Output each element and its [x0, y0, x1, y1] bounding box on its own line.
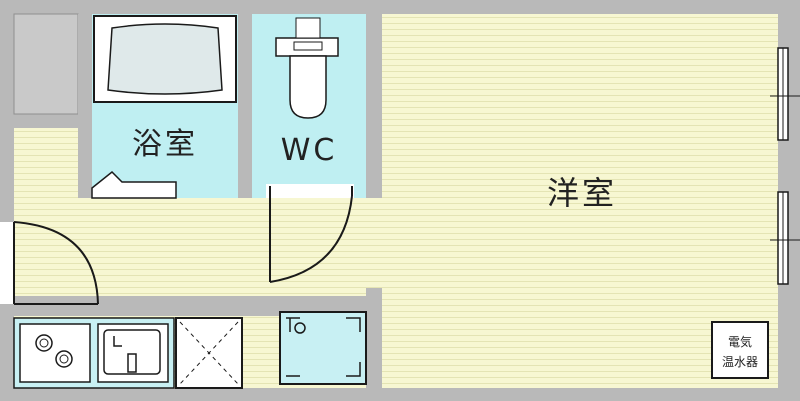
toilet-icon: [275, 17, 339, 119]
fridge-space-icon: [175, 317, 243, 389]
bathtub-icon: [93, 15, 237, 103]
entrance-door-swing-icon[interactable]: [13, 221, 99, 305]
western-room-label: 洋室: [547, 174, 617, 212]
wall-segment: [78, 14, 92, 198]
water-heater-label-line1: 電気: [728, 334, 752, 349]
window-icon: [770, 191, 800, 285]
sink-icon: [97, 323, 169, 383]
bath-label: 浴室: [132, 127, 198, 162]
hall-floor-top: [14, 196, 382, 296]
stove-icon: [19, 323, 91, 383]
wc-label: WC: [281, 133, 338, 168]
water-heater-label-line2: 温水器: [722, 355, 758, 369]
wc-door-opening: [266, 184, 354, 198]
door-swing-icon[interactable]: [269, 186, 353, 283]
closet-block: [13, 13, 79, 115]
wall-segment: [366, 288, 382, 388]
window-icon: [770, 47, 800, 141]
washer-pan-icon: [279, 311, 367, 385]
water-heater-box: 電気 温水器: [711, 321, 769, 379]
wall-segment: [238, 14, 252, 198]
entrance-opening: [0, 222, 14, 304]
wall-segment: [366, 14, 382, 198]
bath-step-icon: [91, 170, 177, 199]
